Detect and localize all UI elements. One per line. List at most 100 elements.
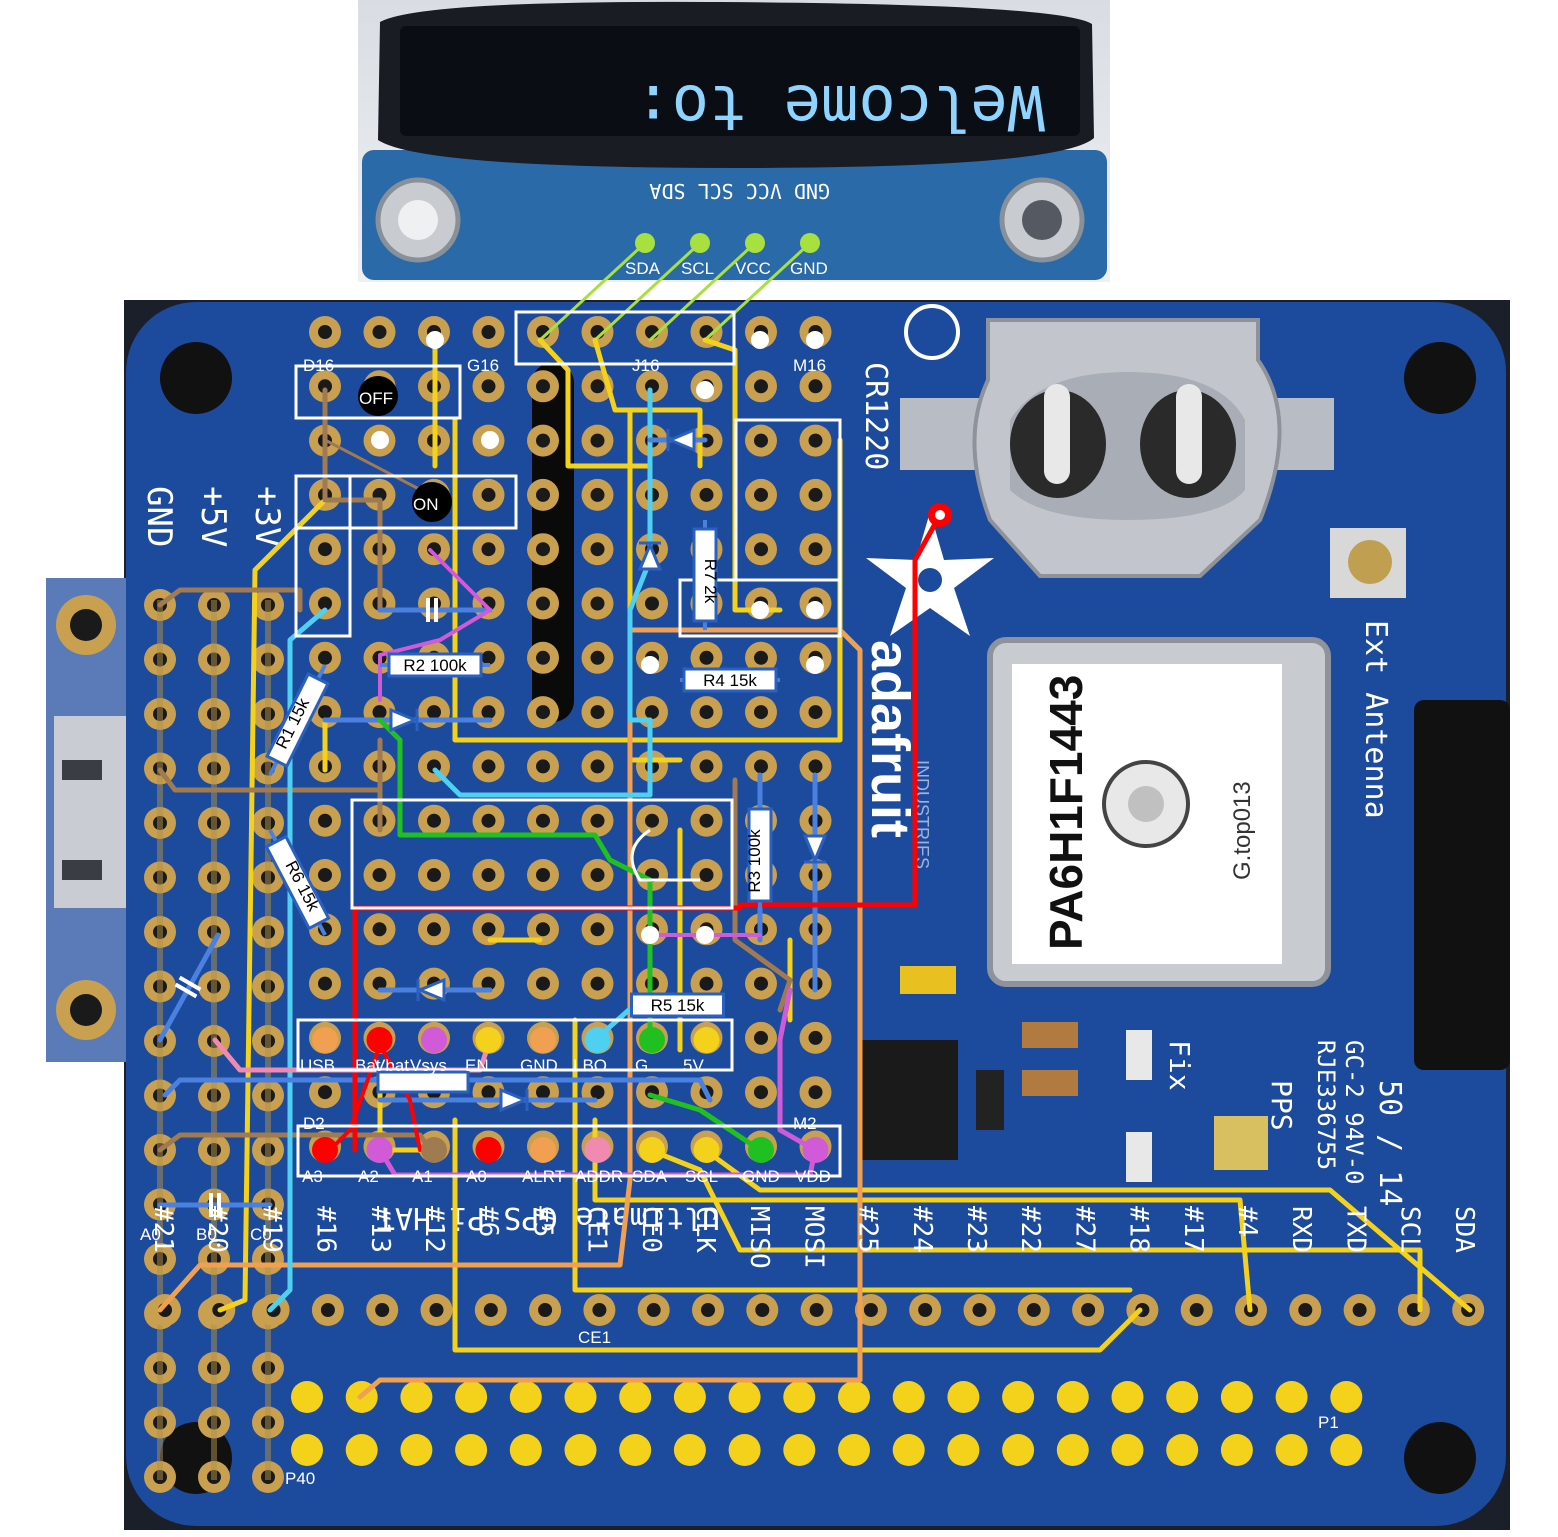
mount-hole-tr [1404, 342, 1476, 414]
proto-pad-hole [318, 1085, 332, 1100]
proto-pad-hole [318, 325, 332, 339]
header-pin-top [728, 1381, 761, 1413]
grid-label: M16 [793, 356, 826, 375]
adc-pad [366, 1137, 393, 1163]
header-label: MOSI [798, 1206, 828, 1269]
adc-outline [296, 1124, 842, 1178]
proto-pad-hole [372, 868, 387, 882]
proto-pad-hole [808, 1085, 823, 1100]
wire-cyan [432, 717, 653, 798]
header-label: #20 [202, 1206, 232, 1253]
header-label: #25 [853, 1206, 883, 1253]
proto-pad-hole [536, 976, 550, 991]
switch-outline-off [294, 364, 462, 420]
breakout-pad-hole [1406, 1303, 1421, 1317]
ic-chip [862, 1040, 958, 1160]
wire-endpoint [751, 601, 769, 619]
charger-pin-label: 5V [683, 1056, 704, 1075]
breakout-pad-hole [592, 1303, 607, 1317]
proto-pad-hole [699, 813, 714, 828]
header-pin-top [564, 1381, 597, 1413]
proto-pad-hole [318, 542, 332, 557]
switch-off-label: OFF [359, 389, 393, 408]
proto-pad-hole [590, 705, 605, 720]
resistor-label: R7 2k [701, 559, 720, 604]
proto-pad-hole [481, 325, 496, 339]
proto-pad-hole [754, 759, 768, 774]
header-label: #18 [1124, 1206, 1154, 1253]
proto-pad-hole [699, 868, 714, 882]
gps-antenna-dot-inner [1128, 786, 1164, 822]
oled-pin-label-scl: SCL [681, 259, 714, 278]
hat-name: Ultimate GPS Pi HAT [377, 1200, 720, 1235]
smd-capacitor-2 [1022, 1070, 1078, 1096]
adafruit-flower-logo [866, 512, 994, 636]
proto-pad-hole [754, 705, 768, 720]
wire-green [647, 1092, 763, 1153]
header-label: RXD [1286, 1206, 1316, 1253]
adc-pad [421, 1137, 447, 1163]
diode [666, 427, 696, 453]
micro-usb-slot-top [62, 760, 102, 780]
wire-endpoint [751, 331, 769, 349]
battery-contact-left [1044, 384, 1070, 484]
wire-magenta [378, 548, 492, 702]
switch-knob-off [358, 376, 398, 416]
proto-pad-hole [372, 705, 387, 720]
proto-pad-hole [372, 325, 387, 339]
oled-screen-text: Welcome to: [634, 71, 1045, 144]
grid-label: A0 [140, 1225, 161, 1244]
proto-pad-hole [481, 976, 496, 991]
proto-pad-hole [536, 705, 550, 720]
proto-pad-hole [699, 759, 714, 774]
adc-pin-label: A1 [412, 1167, 433, 1186]
pps-pad [1214, 1116, 1268, 1170]
adc-pin-label: VDD [795, 1167, 831, 1186]
breakout-pad-hole [429, 1303, 444, 1317]
proto-pad-hole [372, 976, 387, 991]
header-pin-top [1220, 1381, 1253, 1413]
proto-pad-hole [590, 487, 605, 502]
proto-pad-hole [318, 705, 332, 720]
header-pin-top [1056, 1381, 1089, 1413]
proto-pad-hole [590, 650, 605, 665]
breakout-pad-hole [755, 1303, 770, 1317]
adc-pin-label: A3 [302, 1167, 323, 1186]
proto-pad-hole [699, 976, 714, 991]
header-pin-bottom [1220, 1434, 1253, 1466]
header-label: SDA [1449, 1206, 1479, 1253]
wire-cyan [267, 607, 328, 1313]
wire-oled-scl [593, 241, 702, 342]
header-pin-bottom [1166, 1434, 1199, 1466]
header-pin-last-label: P40 [285, 1469, 315, 1488]
breakout-pad-hole [538, 1303, 553, 1317]
header-pin-top [619, 1381, 652, 1413]
header-pin-bottom [564, 1434, 597, 1466]
adc-pin-label: ALRT [522, 1167, 565, 1186]
proto-pad-hole [590, 379, 605, 394]
mount-hole-tl [160, 342, 232, 414]
proto-pad-hole [808, 379, 823, 394]
gps-module-label: PA6H1F1443 [1040, 675, 1092, 950]
header-pin-top [838, 1381, 870, 1413]
header-label: #21 [148, 1206, 178, 1253]
header-pin-bottom [947, 1434, 980, 1466]
grid-label: C0 [250, 1225, 272, 1244]
proto-pad-hole [590, 976, 605, 991]
header-pin-top [291, 1381, 323, 1413]
header-pin-bottom [345, 1434, 378, 1466]
proto-pad-hole [754, 1085, 768, 1100]
proto-pad-hole [536, 1085, 550, 1100]
adc-pin-label: A0 [466, 1167, 487, 1186]
proto-pad-hole [481, 487, 496, 502]
smd-led-2 [1126, 1132, 1152, 1182]
header-pin-bottom [892, 1434, 925, 1466]
proto-pad-hole [808, 433, 823, 448]
proto-pad-hole [481, 650, 496, 665]
header-pin-top [1002, 1381, 1035, 1413]
proto-pad-hole [590, 759, 605, 774]
solder-jumper [900, 966, 956, 994]
header-pin-bottom [1002, 1434, 1035, 1466]
proto-pad-hole [536, 813, 550, 828]
